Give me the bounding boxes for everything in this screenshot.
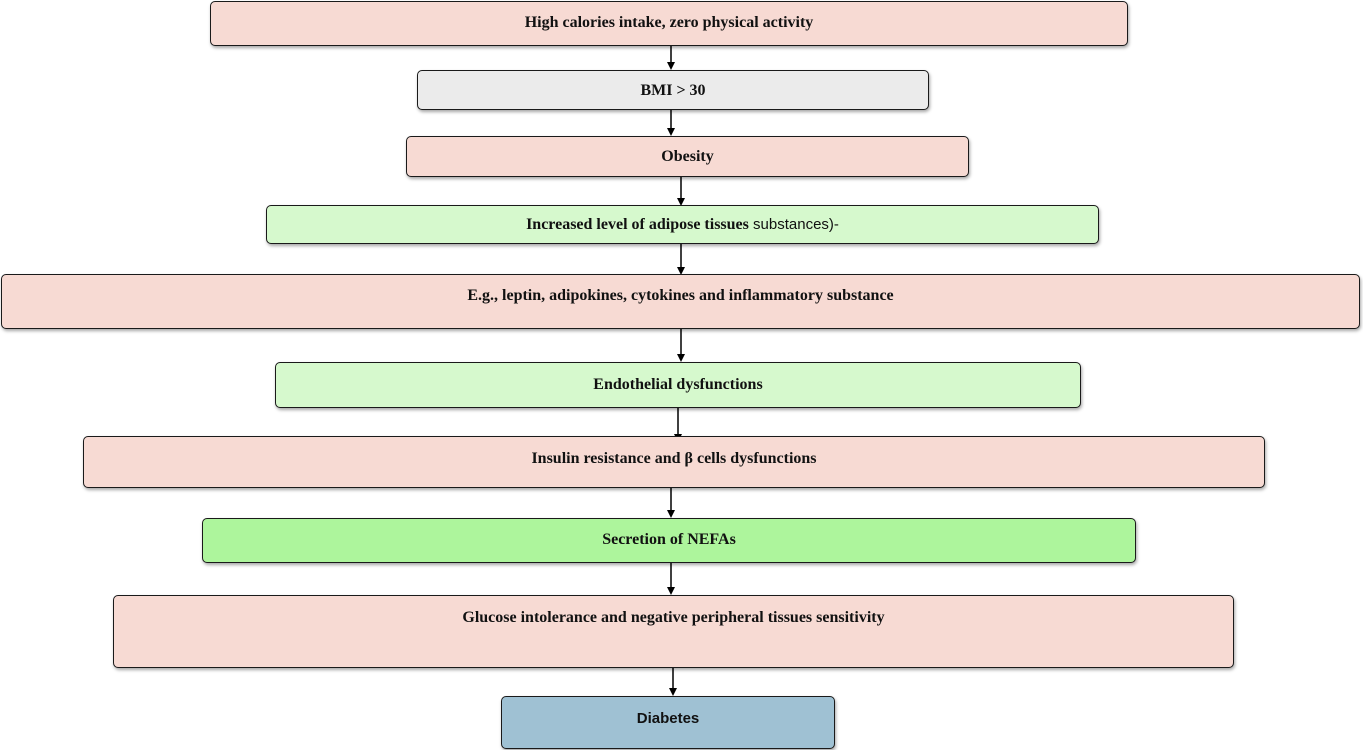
step-bmi: BMI > 30: [417, 70, 929, 110]
step-endothelial-label: Endothelial dysfunctions: [593, 376, 763, 393]
step-leptin-adipokines-label: E.g., leptin, adipokines, cytokines and …: [467, 287, 894, 304]
step-insulin-resistance: Insulin resistance and β cells dysfuncti…: [83, 436, 1265, 488]
step-adipose-plain: substances)-: [748, 216, 839, 233]
step-leptin-adipokines: E.g., leptin, adipokines, cytokines and …: [1, 274, 1360, 329]
step-endothelial: Endothelial dysfunctions: [275, 362, 1081, 408]
step-insulin-resistance-label: Insulin resistance and β cells dysfuncti…: [531, 450, 817, 467]
step-diabetes: Diabetes: [501, 696, 835, 749]
step-high-calories-label: High calories intake, zero physical acti…: [524, 14, 814, 31]
step-obesity: Obesity: [406, 136, 969, 177]
step-adipose-tissues: Increased level of adipose tissues subst…: [266, 205, 1099, 244]
step-high-calories: High calories intake, zero physical acti…: [210, 1, 1128, 46]
step-glucose-intolerance-label: Glucose intolerance and negative periphe…: [462, 609, 885, 626]
step-adipose-bold: Increased level of adipose tissues: [526, 216, 749, 233]
step-nefas: Secretion of NEFAs: [202, 518, 1136, 563]
step-glucose-intolerance: Glucose intolerance and negative periphe…: [113, 595, 1234, 668]
step-nefas-label: Secretion of NEFAs: [602, 531, 736, 548]
step-bmi-label: BMI > 30: [640, 82, 706, 99]
step-obesity-label: Obesity: [661, 148, 714, 165]
step-diabetes-label: Diabetes: [636, 710, 700, 727]
step-adipose-tissues-label: Increased level of adipose tissues subst…: [526, 216, 839, 234]
